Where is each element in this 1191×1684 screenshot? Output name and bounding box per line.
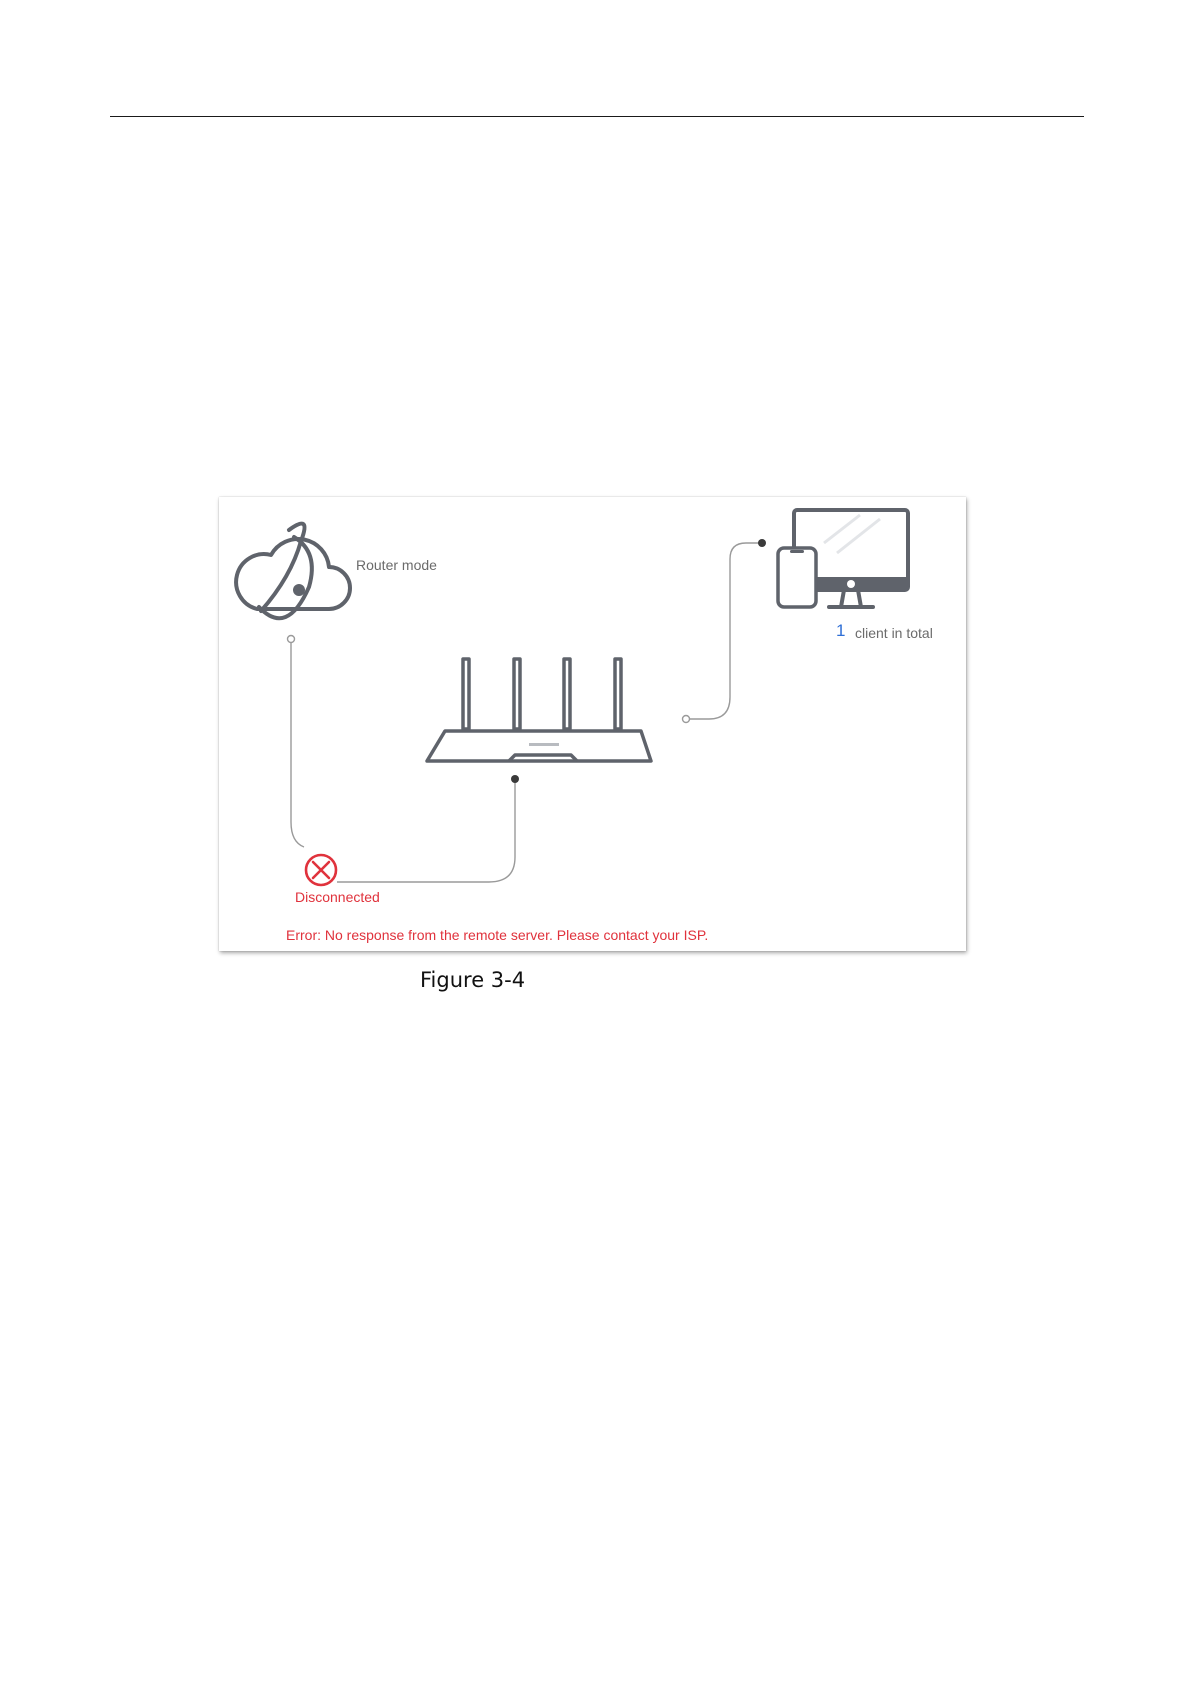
lan-port-dot — [683, 716, 690, 723]
network-status-figure: Router mode 1 client in total Disconnect… — [219, 497, 966, 951]
lan-line — [689, 543, 762, 719]
error-message: Error: No response from the remote serve… — [286, 927, 708, 943]
client-count: 1 — [836, 621, 845, 641]
globe-node — [293, 584, 305, 596]
wan-port-dot — [288, 636, 295, 643]
mode-label: Router mode — [356, 557, 437, 573]
disconnected-icon — [306, 855, 336, 885]
header-rule — [110, 116, 1084, 117]
figure-caption: Figure 3-4 — [420, 968, 525, 992]
wan-line — [291, 639, 304, 847]
router-wan-line — [337, 779, 515, 882]
connection-status-label: Disconnected — [295, 889, 380, 905]
topology-diagram — [219, 497, 966, 951]
client-label: client in total — [855, 625, 933, 641]
client-port-dot — [758, 539, 766, 547]
cloud-globe-icon — [236, 524, 350, 619]
router-led — [529, 743, 559, 746]
phone-icon — [778, 548, 816, 607]
router-port-dot — [511, 775, 519, 783]
